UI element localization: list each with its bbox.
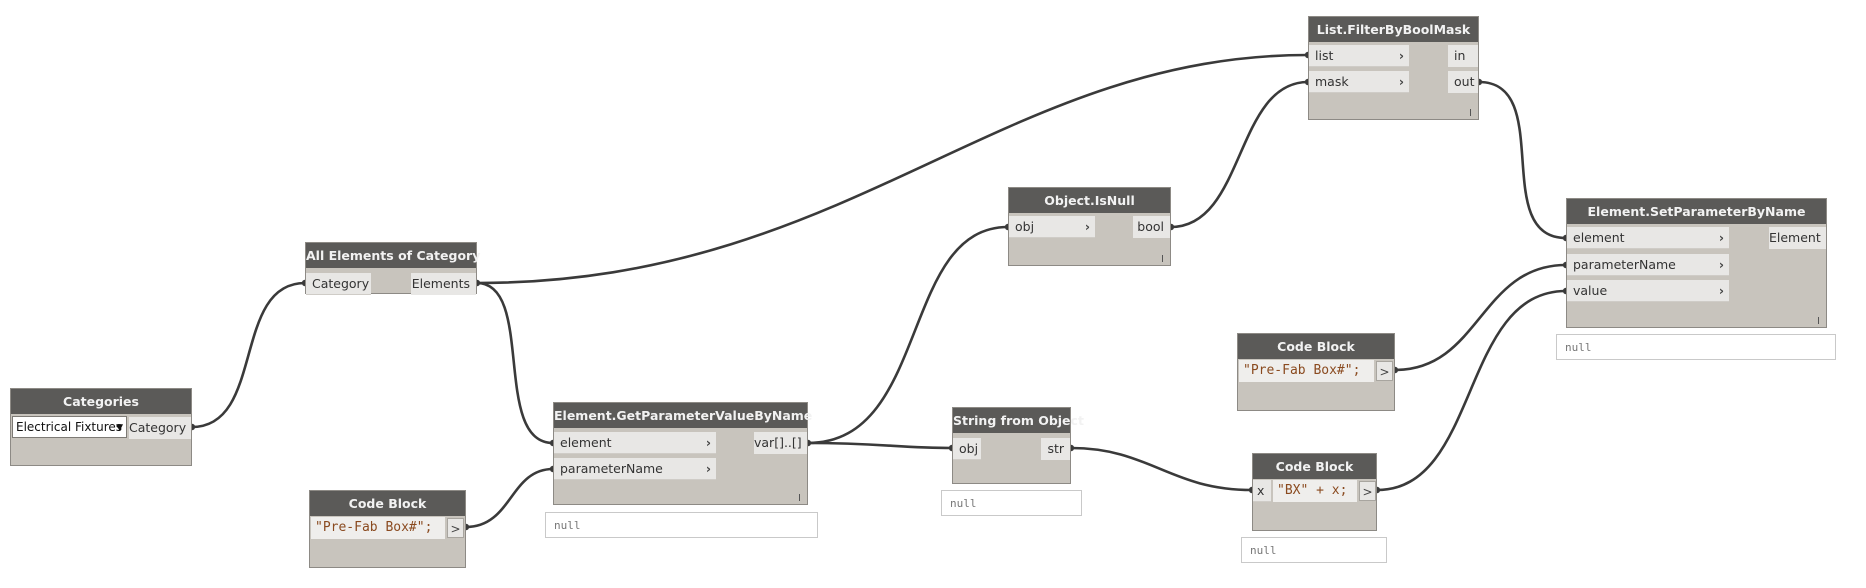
chevron-right-icon: › (1718, 257, 1724, 272)
port-label: value (1573, 283, 1608, 298)
node-code-block-2[interactable]: Code Block "Pre-Fab Box#"; > (1237, 333, 1395, 411)
node-code-block-1[interactable]: Code Block "Pre-Fab Box#"; > (309, 490, 466, 568)
node-title: String from Object (953, 408, 1084, 433)
chevron-right-icon: › (1718, 230, 1724, 245)
node-title: Element.GetParameterValueByName (554, 403, 812, 428)
category-dropdown[interactable]: Electrical Fixtures ▼ (12, 416, 127, 438)
output-port-in[interactable]: in (1448, 45, 1478, 67)
wire-elements-to-filter-list[interactable] (476, 53, 1309, 285)
wire-codeblock2-to-set-param-name[interactable] (1394, 263, 1567, 372)
node-title: Categories (11, 389, 191, 414)
node-all-elements-of-category[interactable]: All Elements of Category Category Elemen… (305, 242, 480, 295)
resize-handle[interactable] (799, 494, 800, 501)
code-editor[interactable]: "Pre-Fab Box#"; (311, 517, 445, 539)
node-get-parameter-value-by-name[interactable]: Element.GetParameterValueByName element … (553, 402, 812, 505)
node-set-parameter-by-name[interactable]: Element.SetParameterByName element › par… (1566, 198, 1827, 328)
chevron-right-icon: › (1398, 48, 1404, 63)
port-label: mask (1315, 74, 1349, 89)
port-label: parameterName (1573, 257, 1676, 272)
dropdown-value: Electrical Fixtures (16, 420, 123, 434)
node-title: Element.SetParameterByName (1567, 199, 1826, 224)
input-port-parameter-name[interactable]: parameterName › (554, 458, 716, 480)
wire-filter-out-to-set-element[interactable] (1478, 80, 1567, 240)
input-port-element[interactable]: element › (554, 432, 716, 454)
resize-handle[interactable] (1162, 255, 1163, 262)
input-port-obj[interactable]: obj (953, 438, 981, 460)
chevron-right-icon: › (1398, 74, 1404, 89)
wire-codeblock3-to-set-value[interactable] (1376, 289, 1567, 492)
node-string-from-object[interactable]: String from Object obj str (952, 407, 1084, 484)
wire-isnull-to-mask[interactable] (1170, 80, 1309, 229)
node-title: Code Block (1238, 334, 1394, 359)
wire-categories-to-all-elements[interactable] (191, 281, 306, 429)
node-title: Code Block (1253, 454, 1376, 479)
node-title: Object.IsNull (1009, 188, 1170, 213)
output-port-result[interactable]: > (1359, 481, 1376, 501)
code-editor[interactable]: "Pre-Fab Box#"; (1239, 360, 1374, 382)
resize-handle[interactable] (1470, 109, 1471, 116)
wire-get-param-to-string[interactable] (807, 441, 953, 450)
output-port-result[interactable]: > (1376, 361, 1393, 381)
resize-handle[interactable] (1818, 317, 1819, 324)
output-port-var[interactable]: var[]..[] (754, 432, 807, 454)
input-port-x[interactable]: x (1253, 480, 1271, 502)
output-port-bool[interactable]: bool (1133, 216, 1170, 238)
input-port-category[interactable]: Category (306, 273, 371, 295)
input-port-value[interactable]: value › (1567, 280, 1729, 302)
input-port-element[interactable]: element › (1567, 227, 1729, 249)
chevron-right-icon: › (1718, 283, 1724, 298)
input-port-parameter-name[interactable]: parameterName › (1567, 254, 1729, 276)
node-code-block-3[interactable]: Code Block x "BX" + x; > (1252, 453, 1377, 531)
output-port-category[interactable]: Category (129, 417, 191, 439)
node-list-filter-by-bool-mask[interactable]: List.FilterByBoolMask list › mask › in o… (1308, 16, 1479, 120)
input-port-list[interactable]: list › (1309, 45, 1409, 67)
port-label: element (560, 435, 612, 450)
code-editor[interactable]: "BX" + x; (1273, 480, 1357, 502)
wire-elements-to-get-param[interactable] (476, 281, 554, 445)
input-port-obj[interactable]: obj › (1009, 216, 1095, 238)
node-title: List.FilterByBoolMask (1309, 17, 1478, 42)
chevron-right-icon: › (1084, 219, 1090, 234)
node-title: All Elements of Category (306, 243, 480, 268)
output-port-str[interactable]: str (1041, 438, 1070, 460)
preview-bubble-code-block-3: null (1241, 537, 1387, 563)
wire-string-to-codeblock3[interactable] (1070, 446, 1253, 492)
port-label: parameterName (560, 461, 663, 476)
port-label: list (1315, 48, 1334, 63)
output-port-element[interactable]: Element (1769, 227, 1826, 249)
caret-down-icon: ▼ (116, 423, 123, 433)
output-port-out[interactable]: out (1448, 71, 1478, 93)
node-title: Code Block (310, 491, 465, 516)
port-label: element (1573, 230, 1625, 245)
chevron-right-icon: › (705, 435, 711, 450)
wire-codeblock1-to-param-name[interactable] (465, 467, 554, 529)
preview-bubble-string: null (941, 490, 1082, 516)
preview-bubble-get-param: null (545, 512, 818, 538)
chevron-right-icon: › (705, 461, 711, 476)
port-label: obj (1015, 219, 1035, 234)
node-object-isnull[interactable]: Object.IsNull obj › bool (1008, 187, 1171, 266)
node-categories[interactable]: Categories Electrical Fixtures ▼ Categor… (10, 388, 192, 466)
output-port-result[interactable]: > (447, 518, 464, 538)
input-port-mask[interactable]: mask › (1309, 71, 1409, 93)
preview-bubble-set-param: null (1556, 334, 1836, 360)
output-port-elements[interactable]: Elements (411, 273, 476, 295)
